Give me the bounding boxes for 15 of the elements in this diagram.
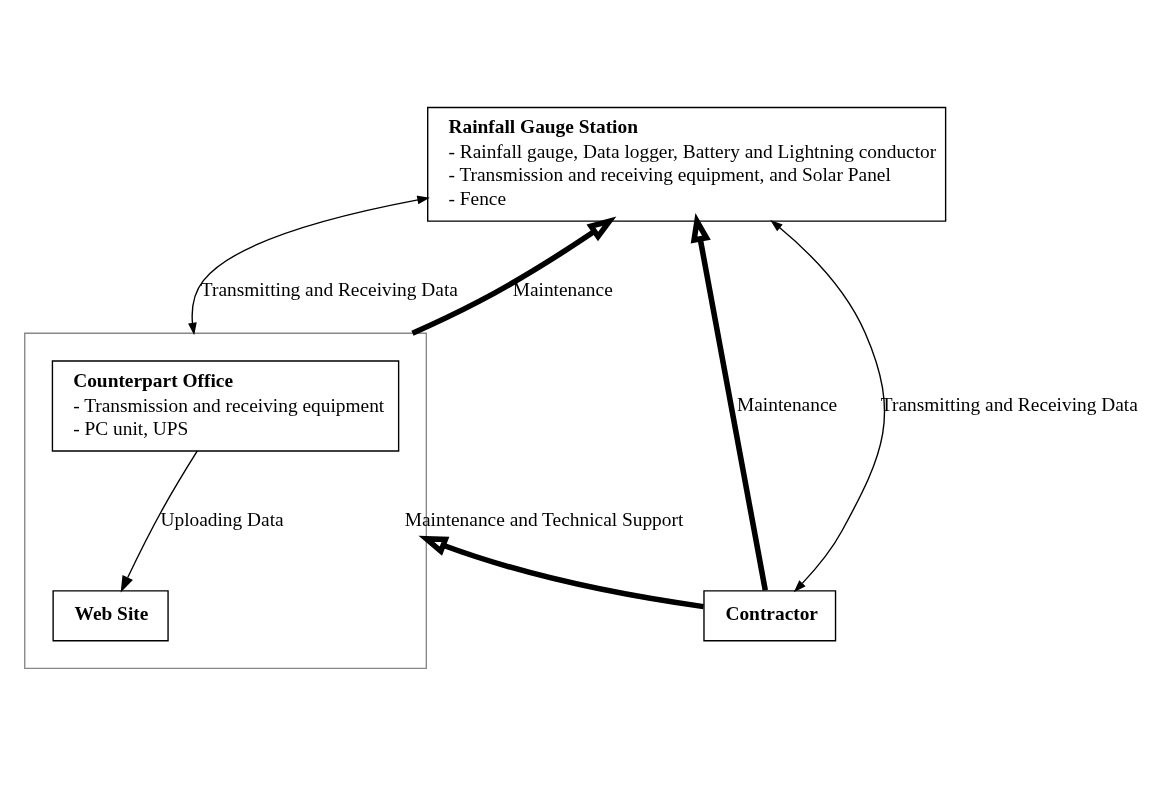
node-box: Contractor [703, 590, 837, 642]
node-box: Web Site [52, 590, 169, 642]
arrow [120, 450, 198, 593]
arrow [188, 195, 430, 336]
arrow [690, 213, 768, 591]
arrow [770, 220, 886, 593]
edge-label: Uploading Data [160, 509, 284, 531]
edge-label: Maintenance and Technical Support [404, 509, 684, 531]
arrow [411, 216, 617, 336]
arrow [418, 535, 704, 610]
edge-label: Maintenance [512, 279, 613, 301]
node-box: Counterpart Office - Transmission and receiving equipment - PC unit, UPS [51, 360, 400, 452]
edge-label: Maintenance [737, 394, 838, 416]
edge-label: Transmitting and Receiving Data [200, 279, 458, 301]
node-box: Rainfall Gauge Station - Rainfall gauge, Data logger, Battery and Lightning conductor - Transmission and receiving equipment, and Solar Panel - Fence [427, 106, 947, 222]
